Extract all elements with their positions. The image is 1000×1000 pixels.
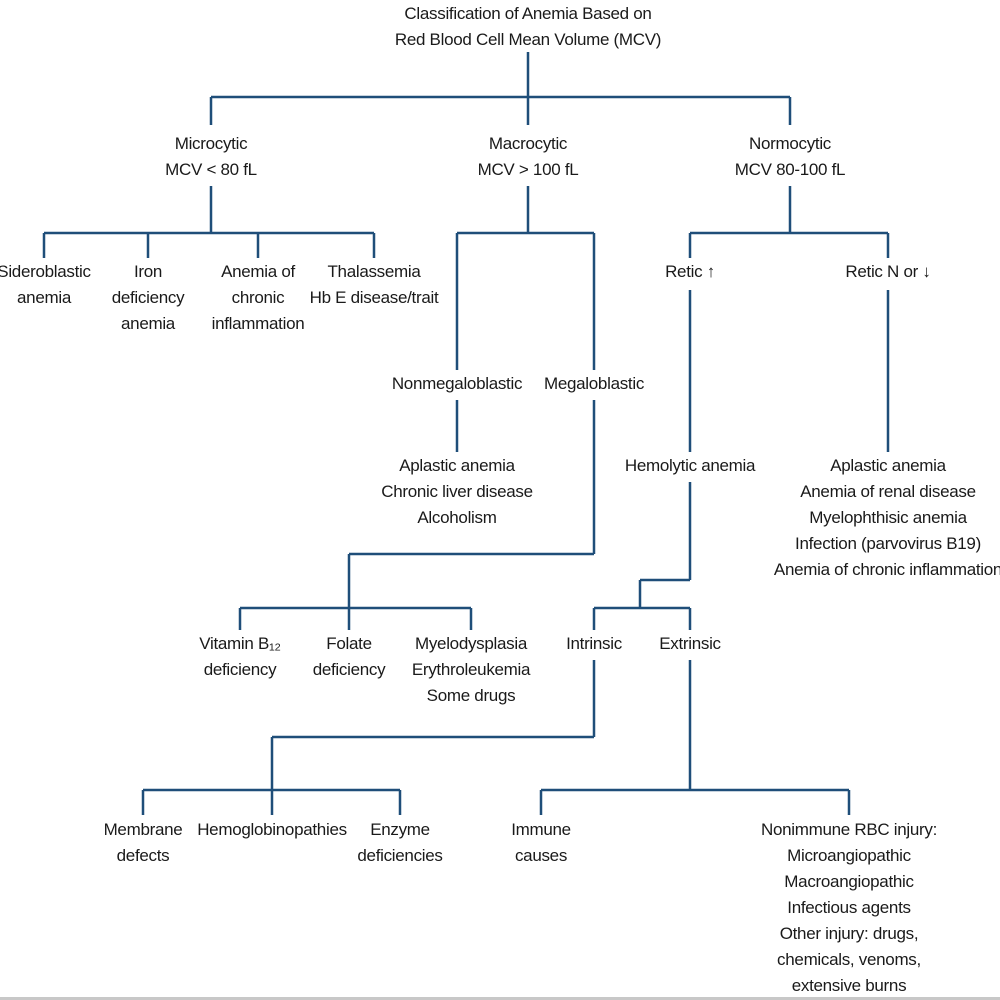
- node-label-line: Hemolytic anemia: [624, 456, 756, 475]
- node-retic-normal-or-decreased: Retic N or ↓: [845, 259, 931, 285]
- node-label-line: Macrocytic: [488, 134, 568, 153]
- node-label-line: deficiencies: [357, 846, 443, 865]
- node-label-line: Immune: [511, 820, 571, 839]
- node-megaloblastic: Megaloblastic: [544, 371, 644, 397]
- node-label-line: Folate: [326, 634, 372, 653]
- node-label-line: Macroangiopathic: [784, 872, 914, 891]
- bottom-border: [0, 997, 1000, 1000]
- node-label-line: inflammation: [211, 314, 305, 333]
- node-label-line: Hemoglobinopathies: [197, 820, 347, 839]
- node-label-line: Myelophthisic anemia: [809, 508, 967, 527]
- node-iron-deficiency-anemia: Iron deficiency anemia: [112, 259, 185, 337]
- node-label-line: chemicals, venoms,: [777, 950, 921, 969]
- node-label-line: Thalassemia: [327, 262, 421, 281]
- node-label-line: Vitamin B₁₂: [199, 634, 281, 653]
- node-label-line: deficiency: [312, 660, 386, 679]
- node-label-line: Anemia of renal disease: [800, 482, 976, 501]
- node-label-line: Retic ↑: [665, 262, 715, 281]
- node-label-line: Intrinsic: [566, 634, 622, 653]
- edge-title-level1: [209, 52, 792, 125]
- node-membrane-defects: Membrane defects: [104, 817, 183, 869]
- node-label-line: Megaloblastic: [543, 374, 645, 393]
- node-label-line: Microcytic: [174, 134, 248, 153]
- diagram-title: Classification of Anemia Based on Red Blo…: [394, 1, 662, 53]
- node-label-line: anemia: [121, 314, 175, 333]
- node-label-line: Microangiopathic: [787, 846, 911, 865]
- node-label-line: Other injury: drugs,: [779, 924, 919, 943]
- node-folate-deficiency: Folate deficiency: [313, 631, 386, 683]
- node-label-line: Red Blood Cell Mean Volume (MCV): [394, 30, 662, 49]
- node-nonmegaloblastic: Nonmegaloblastic: [391, 371, 523, 397]
- node-retic-increased: Retic ↑: [665, 259, 715, 285]
- node-label-line: Iron: [133, 262, 163, 281]
- edge-macrocytic-children: [455, 186, 596, 370]
- node-label-line: Infectious agents: [787, 898, 911, 917]
- node-label-line: Anemia of chronic inflammation: [773, 560, 1000, 579]
- edge-extrinsic-children: [539, 660, 851, 815]
- node-label-line: extensive burns: [791, 976, 907, 995]
- node-thalassemia: Thalassemia Hb E disease/trait: [310, 259, 439, 311]
- node-anemia-chronic-inflammation: Anemia of chronic inflammation: [212, 259, 305, 337]
- node-label-line: Alcoholism: [417, 508, 497, 527]
- edge-intrinsic-children: [141, 660, 596, 815]
- node-label-line: Nonmegaloblastic: [391, 374, 523, 393]
- node-label-line: causes: [514, 846, 568, 865]
- node-label-line: chronic: [231, 288, 285, 307]
- node-label-line: Erythroleukemia: [411, 660, 531, 679]
- edge-megaloblastic-causes: [238, 400, 596, 630]
- edge-microcytic-children: [42, 186, 376, 258]
- node-label-line: Hb E disease/trait: [309, 288, 439, 307]
- node-label-line: Classification of Anemia Based on: [404, 4, 652, 23]
- node-label-line: MCV 80-100 fL: [734, 160, 846, 179]
- node-label-line: Chronic liver disease: [381, 482, 533, 501]
- node-enzyme-deficiencies: Enzyme deficiencies: [357, 817, 443, 869]
- node-label-line: deficiency: [203, 660, 277, 679]
- node-label-line: MCV > 100 fL: [477, 160, 579, 179]
- node-label-line: Aplastic anemia: [399, 456, 515, 475]
- node-extrinsic: Extrinsic: [659, 631, 721, 657]
- node-label-line: Aplastic anemia: [830, 456, 946, 475]
- node-label-line: Extrinsic: [659, 634, 721, 653]
- node-vitamin-b12-deficiency: Vitamin B₁₂ deficiency: [199, 631, 281, 683]
- node-label-line: Enzyme: [370, 820, 430, 839]
- node-label-line: Some drugs: [426, 686, 516, 705]
- node-label-line: anemia: [17, 288, 71, 307]
- node-hemoglobinopathies: Hemoglobinopathies: [197, 817, 347, 843]
- node-label-line: defects: [116, 846, 170, 865]
- node-label-line: Retic N or ↓: [845, 262, 931, 281]
- node-intrinsic: Intrinsic: [566, 631, 622, 657]
- edge-normocytic-children: [688, 186, 890, 258]
- node-sideroblastic-anemia: Sideroblastic anemia: [0, 259, 91, 311]
- node-label-line: Myelodysplasia: [414, 634, 528, 653]
- node-label-line: deficiency: [111, 288, 185, 307]
- node-hemolytic-anemia: Hemolytic anemia: [624, 453, 756, 479]
- node-label-line: Sideroblastic: [0, 262, 91, 281]
- node-immune-causes: Immune causes: [511, 817, 571, 869]
- node-label-line: Infection (parvovirus B19): [795, 534, 981, 553]
- edge-hemolytic-types: [592, 482, 692, 630]
- node-label-line: Membrane: [103, 820, 183, 839]
- node-label-line: Nonimmune RBC injury:: [760, 820, 938, 839]
- node-label-line: Normocytic: [748, 134, 831, 153]
- node-label-line: Anemia of: [221, 262, 295, 281]
- node-label-line: MCV < 80 fL: [165, 160, 257, 179]
